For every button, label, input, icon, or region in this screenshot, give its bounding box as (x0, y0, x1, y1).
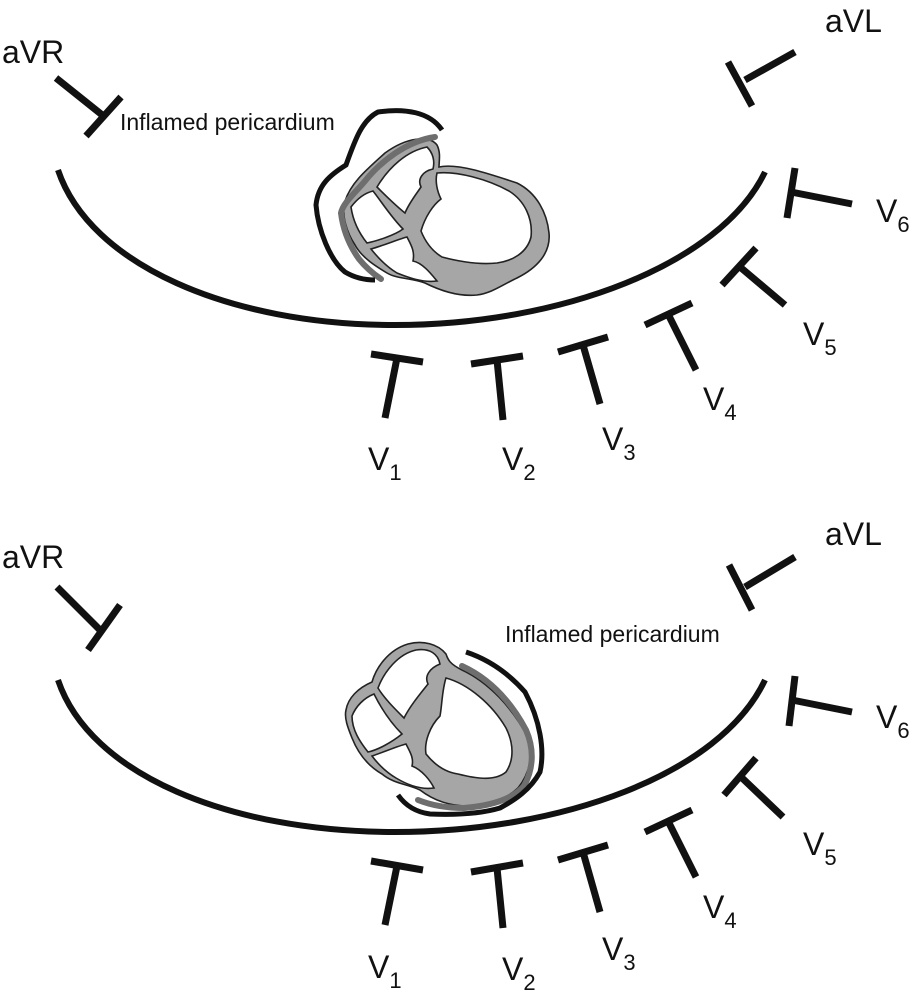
lead-v2-electrode (470, 352, 524, 421)
lead-v1-electrode (370, 350, 424, 419)
lead-label-v5: V5 (803, 316, 837, 360)
lead-v4-electrode (643, 299, 700, 372)
lead-label-avr: aVR (2, 34, 64, 70)
lead-v5-electrode (719, 245, 788, 308)
chest-wall-curve (55, 169, 768, 329)
lead-label-v2: V2 (502, 441, 536, 485)
pericardium-outline (313, 108, 445, 283)
lead-label-v6: V6 (876, 193, 910, 237)
lead-label-v3: V3 (602, 421, 636, 465)
heart-illustration (344, 641, 535, 812)
lead-v5-electrode (721, 755, 786, 820)
lead-avr-electrode (54, 584, 123, 653)
lead-v6-electrode (783, 167, 853, 219)
lead-avl-electrode (725, 553, 797, 612)
lead-label-v1: V1 (368, 441, 402, 485)
panel-bottom: aVR aVL V1 V2 V3 V4 (2, 516, 910, 992)
lead-label-avl: aVL (825, 516, 882, 552)
lead-avl-electrode (724, 48, 797, 108)
lead-label-avr: aVR (2, 539, 64, 575)
lead-v4-electrode (643, 806, 700, 879)
lead-v1-electrode (370, 857, 424, 926)
pericardium-outline (395, 649, 545, 817)
lead-label-v2: V2 (502, 951, 536, 992)
heart-illustration (337, 134, 550, 297)
lead-label-avl: aVL (825, 3, 882, 39)
lead-label-v6: V6 (876, 699, 910, 743)
lead-label-v4: V4 (703, 381, 737, 425)
lead-v6-electrode (785, 675, 853, 727)
lead-avr-electrode (53, 75, 124, 139)
annotation-inflamed-pericardium: Inflamed pericardium (120, 109, 335, 135)
lead-v3-electrode (556, 841, 610, 913)
lead-v2-electrode (470, 859, 524, 929)
lead-v3-electrode (556, 333, 610, 405)
chest-wall-curve (55, 678, 768, 836)
panel-top: aVR aVL V1 V2 V3 V4 (2, 3, 910, 485)
lead-label-v3: V3 (602, 931, 636, 975)
lead-label-v5: V5 (803, 826, 837, 870)
lead-label-v4: V4 (703, 889, 737, 933)
lead-label-v1: V1 (368, 949, 402, 992)
annotation-inflamed-pericardium: Inflamed pericardium (505, 621, 720, 647)
